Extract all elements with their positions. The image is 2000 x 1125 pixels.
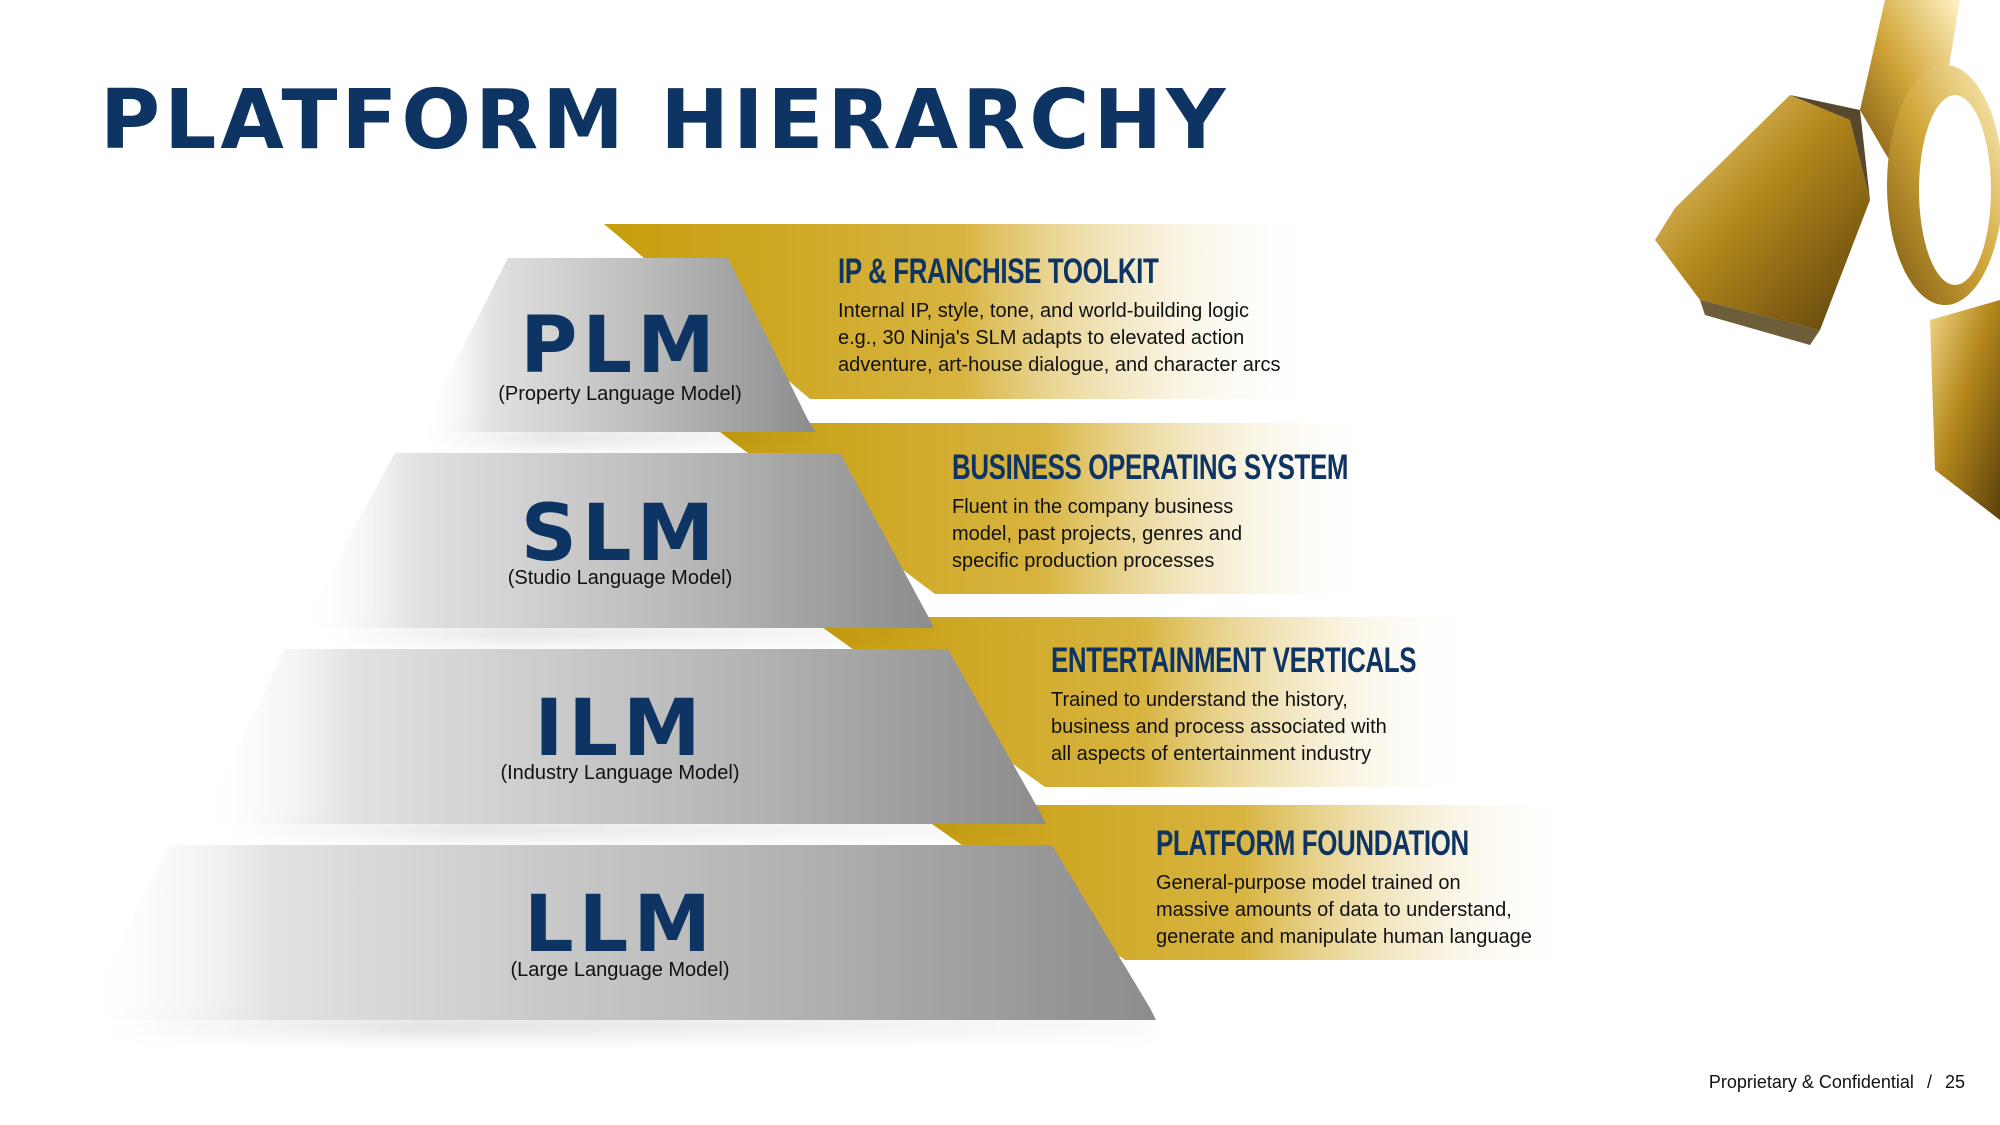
tier-plm-name: (Property Language Model)	[498, 383, 742, 405]
gold-band-slm	[708, 423, 1380, 594]
gold-cross-decoration	[1655, 0, 2000, 520]
description-line: Trained to understand the history,	[1051, 689, 1348, 711]
description-line: all aspects of entertainment industry	[1051, 743, 1372, 765]
description-line: e.g., 30 Ninja's SLM adapts to elevated …	[838, 327, 1245, 349]
tier-ilm-heading: ENTERTAINMENT VERTICALS	[1051, 641, 1417, 680]
tier-slm-description: Fluent in the company business model, pa…	[952, 494, 1242, 575]
confidential-label: Proprietary & Confidential	[1708, 1072, 1914, 1092]
tier-llm-abbr: LLM	[523, 880, 717, 970]
tier-llm-heading: PLATFORM FOUNDATION	[1156, 824, 1469, 863]
tier-slm-name: (Studio Language Model)	[507, 567, 733, 589]
tier-ilm-abbr: ILM	[534, 684, 706, 774]
tier-llm-description: General-purpose model trained on massive…	[1156, 870, 1532, 951]
tier-slm-shape	[300, 453, 934, 628]
gold-band-plm	[604, 224, 1320, 399]
tier-plm-shape	[420, 258, 816, 432]
description-line: business and process associated with	[1051, 716, 1387, 738]
tier-llm-name: (Large Language Model)	[510, 959, 730, 981]
description-line: General-purpose model trained on	[1156, 872, 1461, 894]
tier-slm-abbr: SLM	[520, 489, 720, 579]
description-line: model, past projects, genres and	[952, 523, 1243, 545]
description-line: massive amounts of data to understand,	[1156, 899, 1512, 921]
tier-plm-description: Internal IP, style, tone, and world-buil…	[838, 298, 1281, 379]
gold-band-ilm	[808, 617, 1480, 787]
tier-plm-heading: IP & FRANCHISE TOOLKIT	[838, 252, 1159, 291]
description-line: Fluent in the company business	[952, 496, 1234, 518]
description-line: Internal IP, style, tone, and world-buil…	[838, 300, 1249, 322]
description-line: generate and manipulate human language	[1156, 926, 1532, 948]
page-number: 25	[1944, 1072, 1965, 1092]
description-line: adventure, art-house dialogue, and chara…	[838, 354, 1281, 376]
page-title: PLATFORM HIERARCHY	[100, 73, 1230, 168]
footer-separator: /	[1926, 1072, 1932, 1092]
tier-ilm-name: (Industry Language Model)	[500, 762, 740, 784]
tier-plm-abbr: PLM	[520, 301, 720, 391]
tier-ilm-shape	[200, 649, 1046, 824]
tier-llm-shape	[80, 845, 1156, 1020]
description-line: specific production processes	[952, 550, 1215, 572]
footer: Proprietary & Confidential / 25	[1709, 1072, 1965, 1093]
tier-ilm-description: Trained to understand the history, busin…	[1051, 687, 1387, 768]
tier-slm-heading: BUSINESS OPERATING SYSTEM	[952, 448, 1349, 487]
